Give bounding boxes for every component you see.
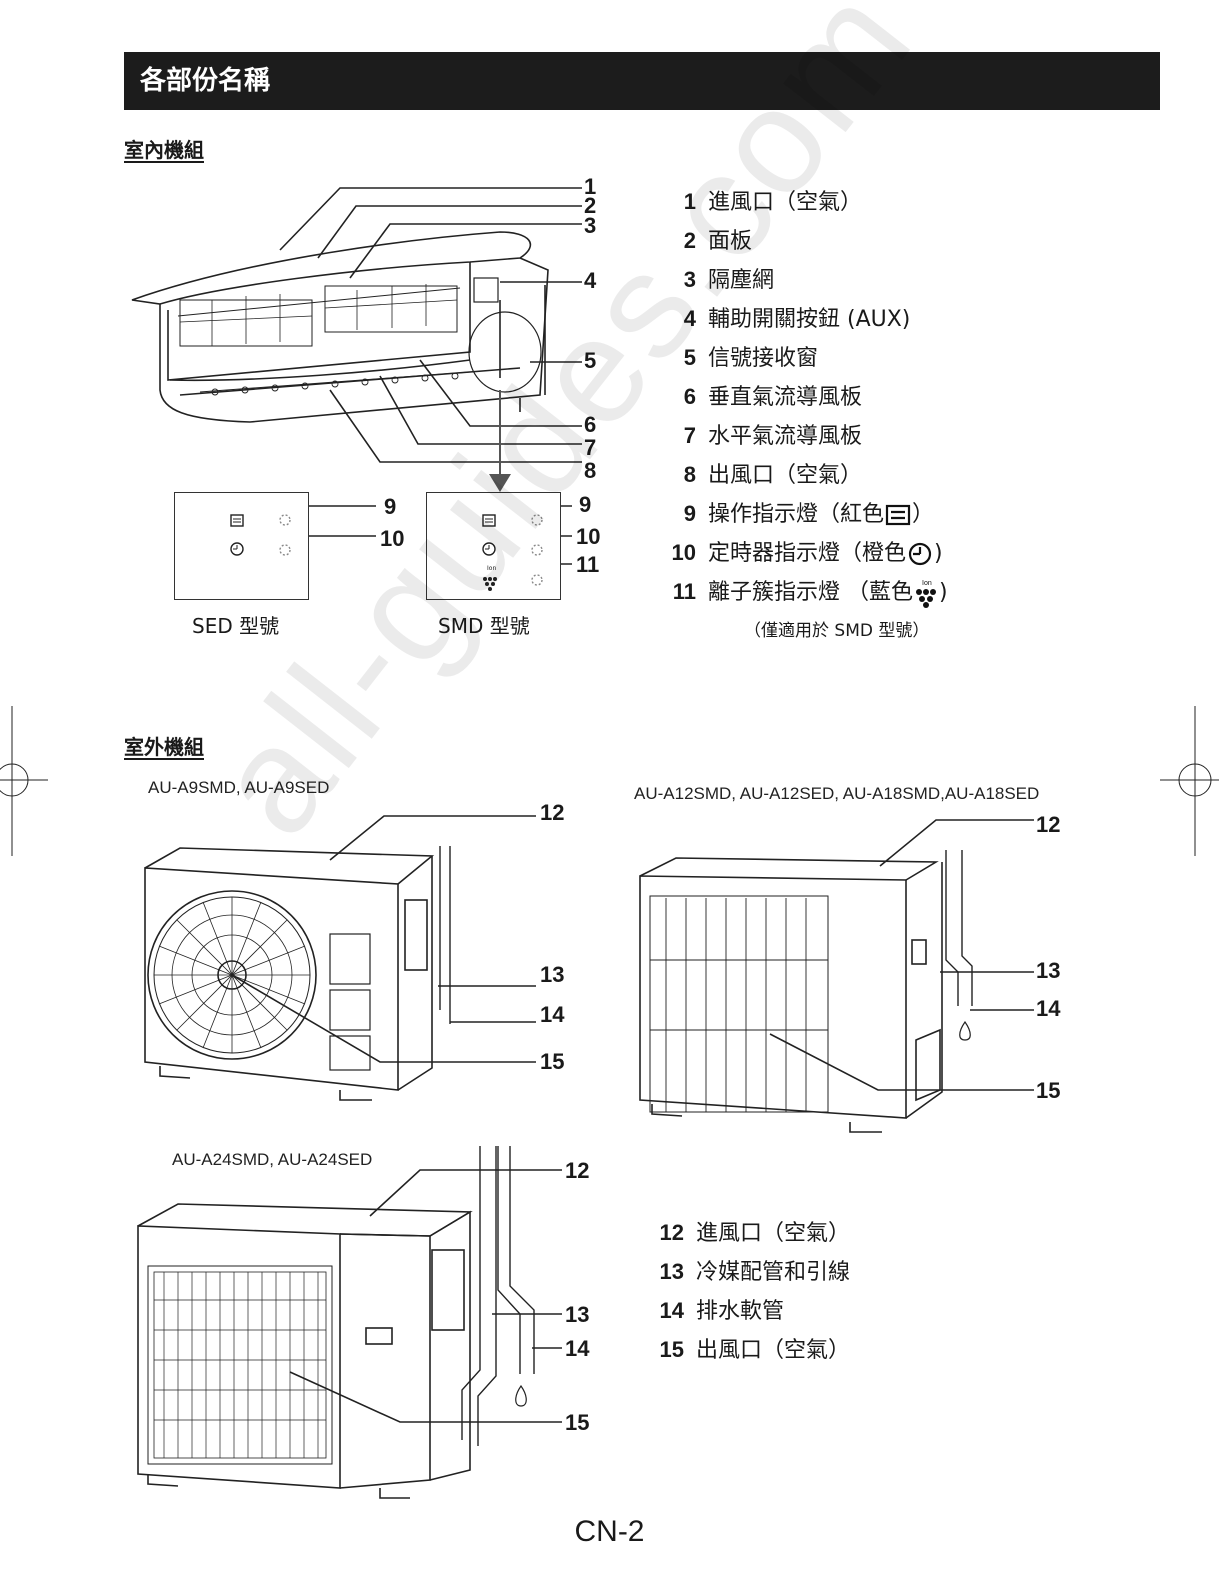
callout-2: 2 [584, 193, 597, 218]
a24-callout-15: 15 [565, 1410, 590, 1435]
a12-callout-15: 15 [1036, 1078, 1061, 1103]
a12-callout-14: 14 [1036, 996, 1061, 1021]
operation-icon [482, 514, 496, 527]
callout-7: 7 [584, 435, 597, 460]
a9-callout-15: 15 [540, 1049, 565, 1074]
smd-callout-11: 11 [576, 552, 600, 577]
outdoor-a12-drawing [639, 819, 1034, 1133]
smd-callout-10: 10 [576, 524, 601, 549]
smd-callout-9: 9 [579, 492, 592, 517]
smd-indicator-panel: Ion [426, 492, 561, 600]
crop-marks [0, 706, 1219, 856]
section-header: 各部份名稱 [124, 52, 1160, 110]
ion-icon: Ion [916, 580, 936, 608]
a12-callout-12: 12 [1036, 812, 1061, 837]
model-label-a24: AU-A24SMD, AU-A24SED [172, 1150, 373, 1169]
a12-callout-13: 13 [1036, 958, 1061, 983]
svg-text:Ion: Ion [922, 580, 932, 587]
a24-callout-13: 13 [565, 1302, 590, 1327]
a24-callout-14: 14 [565, 1336, 590, 1361]
outdoor-a24-drawing [137, 1146, 562, 1499]
callout-1: 1 [584, 174, 597, 199]
sed-indicator-panel [174, 492, 309, 600]
operation-icon [230, 514, 244, 527]
page-title: 各部份名稱 [140, 66, 271, 96]
model-label-a9: AU-A9SMD, AU-A9SED [148, 778, 330, 797]
page-number: CN-2 [574, 1515, 645, 1548]
smd-only-note: （僅適用於 SMD 型號） [744, 621, 930, 641]
callout-6: 6 [584, 412, 597, 437]
smd-caption: SMD 型號 [438, 614, 530, 638]
a9-callout-14: 14 [540, 1002, 565, 1027]
model-label-a12: AU-A12SMD, AU-A12SED, AU-A18SMD,AU-A18SE… [634, 784, 1040, 803]
callout-4: 4 [584, 268, 597, 293]
outdoor-a9-drawing [144, 815, 536, 1101]
ion-label: Ion [487, 565, 497, 572]
indoor-section-title: 室內機組 [124, 138, 204, 162]
ion-icon [483, 577, 497, 591]
indoor-unit-drawing [131, 187, 582, 492]
callout-8: 8 [584, 458, 597, 483]
timer-icon [230, 542, 244, 556]
sed-callout-9: 9 [384, 494, 397, 519]
a9-callout-13: 13 [540, 962, 565, 987]
timer-icon [908, 542, 932, 566]
callout-5: 5 [584, 348, 597, 373]
callout-3: 3 [584, 213, 597, 238]
operation-icon [885, 504, 911, 526]
sed-callout-10: 10 [380, 526, 405, 551]
sed-caption: SED 型號 [192, 614, 280, 638]
timer-icon [482, 542, 496, 556]
a24-callout-12: 12 [565, 1158, 590, 1183]
outdoor-section-title: 室外機組 [124, 735, 204, 759]
a9-callout-12: 12 [540, 800, 565, 825]
